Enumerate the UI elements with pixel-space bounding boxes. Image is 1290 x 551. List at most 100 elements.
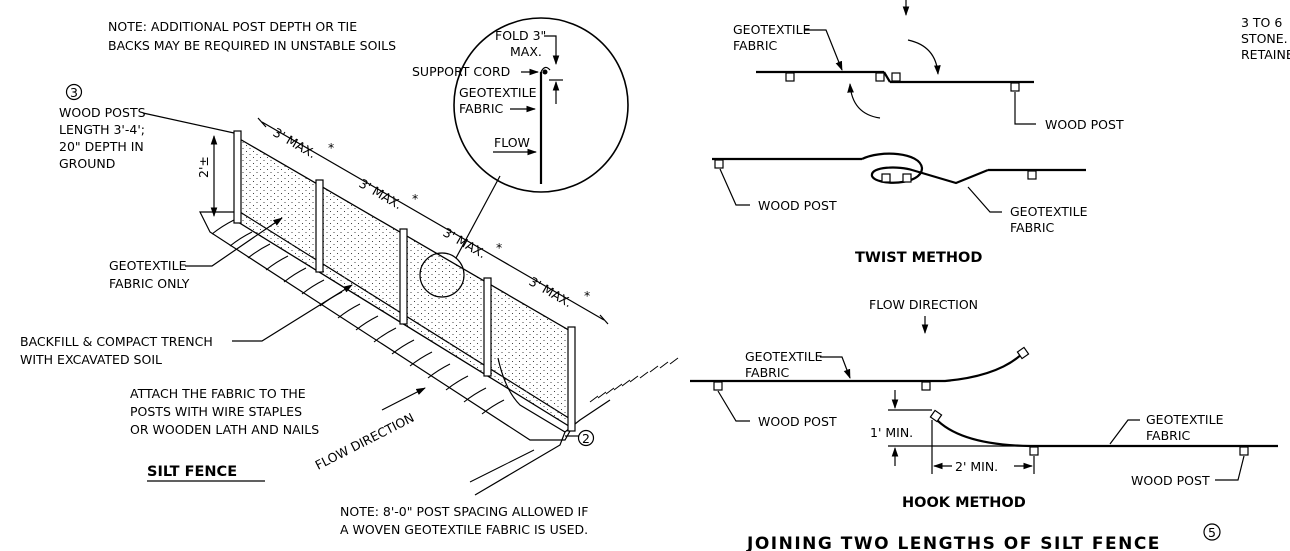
height-dimension-label: 2'± — [196, 156, 211, 178]
twist-fabric-tl-line-1: GEOTEXTILE — [733, 22, 811, 37]
support-cord-dot — [542, 69, 548, 75]
bottom-note-line-1: NOTE: 8'-0" POST SPACING ALLOWED IF — [340, 504, 588, 519]
hook-post-1 — [713, 381, 723, 391]
hook-fabric-l-line-2: FABRIC — [745, 365, 790, 380]
flow-direction-label: FLOW DIRECTION — [313, 410, 417, 473]
attach-line-3: OR WOODEN LATH AND NAILS — [130, 422, 319, 437]
cut-off-note: 3 TO 6 STONE. RETAINE — [1241, 15, 1290, 62]
backfill-note: BACKFILL & COMPACT TRENCH WITH EXCAVATED… — [20, 284, 353, 367]
spacing-label-2: 3' MAX. — [357, 176, 405, 213]
twist-post-r-leader — [1014, 92, 1036, 125]
fabric-detail-circle — [453, 17, 629, 193]
hook-post-l-leader — [717, 390, 750, 422]
hook-method-title: HOOK METHOD — [902, 495, 1026, 511]
spacing-star-1: * — [328, 140, 334, 155]
backfill-line-2: WITH EXCAVATED SOIL — [20, 352, 162, 367]
spacing-star-4: * — [584, 288, 590, 303]
hook-min-1-label: 1' MIN. — [870, 425, 913, 440]
wood-post-1 — [233, 130, 242, 224]
posts-note-line-4: GROUND — [59, 156, 115, 171]
ground-hatch — [211, 219, 505, 415]
flow-direction-arrow — [381, 387, 426, 411]
trench-callout: 2 — [565, 429, 595, 447]
hook-min-2-label: 2' MIN. — [955, 459, 998, 474]
spacing-label-1: 3' MAX. — [271, 125, 319, 162]
hook-post-4 — [929, 409, 943, 423]
bottom-note-line-2: A WOVEN GEOTEXTILE FABRIC IS USED. — [340, 522, 588, 537]
twist-post-3 — [891, 72, 901, 82]
twist-method: GEOTEXTILE FABRIC WOOD POST WOOD POST GE… — [712, 0, 1124, 266]
support-cord-label: SUPPORT CORD — [412, 64, 510, 79]
wood-post-2 — [315, 179, 324, 273]
attach-line-2: POSTS WITH WIRE STAPLES — [130, 404, 302, 419]
twist-post-r-label: WOOD POST — [1045, 117, 1124, 132]
cut-off-line-1: 3 TO 6 — [1241, 15, 1282, 30]
joining-callout-number: 5 — [1208, 525, 1216, 540]
posts-callout-number: 3 — [70, 85, 78, 100]
wood-post-3 — [399, 228, 408, 325]
hook-method: FLOW DIRECTION GEOTEXTILE FABRIC WOOD PO… — [690, 297, 1278, 511]
fabric-detail: FOLD 3" MAX. SUPPORT CORD GEOTEXTILE FAB… — [412, 17, 629, 193]
bottom-note: NOTE: 8'-0" POST SPACING ALLOWED IF A WO… — [340, 504, 588, 537]
spacing-star-3: * — [496, 240, 502, 255]
silt-fence-title-text: SILT FENCE — [147, 464, 237, 480]
twist-post-l-label: WOOD POST — [758, 198, 837, 213]
joining-title: JOINING TWO LENGTHS OF SILT FENCE 5 — [746, 523, 1221, 551]
wood-post-5 — [567, 326, 576, 432]
hook-fabric-lower — [934, 417, 1278, 448]
top-note-line-1: NOTE: ADDITIONAL POST DEPTH OR TIE — [108, 19, 357, 34]
hook-post-r-label: WOOD POST — [1131, 473, 1210, 488]
detail-flow-label: FLOW — [494, 135, 530, 150]
twist-fabric-br-line-1: GEOTEXTILE — [1010, 204, 1088, 219]
spacing-label-4: 3' MAX. — [527, 274, 575, 311]
spacing-star-2: * — [412, 191, 418, 206]
hook-fabric-l-line-1: GEOTEXTILE — [745, 349, 823, 364]
hook-post-5 — [1029, 446, 1039, 456]
fabric-detail-fold — [540, 66, 551, 73]
twist-fabric-br-line-2: FABRIC — [1010, 220, 1055, 235]
twist-fabric-roll — [861, 152, 989, 185]
twist-post-8 — [1027, 170, 1037, 180]
fabric-only-line-2: FABRIC ONLY — [109, 276, 190, 291]
attach-note: ATTACH THE FABRIC TO THE POSTS WITH WIRE… — [130, 386, 319, 437]
hook-post-3 — [1016, 346, 1030, 360]
hook-fabric-r-line-1: GEOTEXTILE — [1146, 412, 1224, 427]
detail-leader-line — [455, 175, 501, 259]
detail-fabric-line-2: FABRIC — [459, 101, 504, 116]
cut-off-line-2: STONE. — [1241, 31, 1288, 46]
detail-fabric-line-1: GEOTEXTILE — [459, 85, 537, 100]
trench-soil-hatch — [469, 357, 679, 483]
fold-line-1: FOLD 3" — [495, 28, 546, 43]
height-dimension: 2'± — [196, 135, 218, 217]
twist-post-7 — [902, 173, 912, 183]
twist-fabric-join — [883, 71, 891, 83]
twist-post-2 — [875, 72, 885, 82]
joining-callout-circle — [1203, 523, 1221, 541]
wood-post-4 — [483, 277, 492, 377]
fabric-only-note: GEOTEXTILE FABRIC ONLY — [109, 217, 283, 291]
twist-fabric-tl-line-2: FABRIC — [733, 38, 778, 53]
detail-callout-circle — [419, 252, 465, 298]
twist-rotation-arrow-bottom — [847, 83, 881, 119]
twist-rotation-arrow-top — [907, 39, 941, 75]
hook-post-r-leader — [1215, 455, 1245, 481]
twist-fabric-br-leader — [967, 186, 1002, 213]
posts-note-line-1: WOOD POSTS — [59, 105, 146, 120]
cut-off-line-3: RETAINE — [1241, 47, 1290, 62]
hook-post-6 — [1239, 446, 1249, 456]
hook-fabric-l-leader — [820, 356, 851, 379]
twist-method-title: TWIST METHOD — [855, 250, 982, 266]
silt-fence-title: SILT FENCE — [147, 464, 265, 482]
fold-dimension — [544, 35, 560, 65]
trench-callout-number: 2 — [582, 431, 590, 446]
hook-post-2 — [921, 381, 931, 391]
top-note-line-2: BACKS MAY BE REQUIRED IN UNSTABLE SOILS — [108, 38, 396, 53]
fold-line-2: MAX. — [510, 44, 542, 59]
twist-post-6 — [881, 173, 891, 183]
flow-direction-note: FLOW DIRECTION — [313, 387, 426, 473]
silt-fence-isometric: 2'± 3' MAX. * 3' MAX. * 3' MAX. * 3' MAX… — [196, 117, 679, 496]
fabric-only-leader — [185, 217, 283, 267]
posts-note-line-2: LENGTH 3'-4'; — [59, 122, 145, 137]
posts-callout-circle — [65, 83, 83, 101]
